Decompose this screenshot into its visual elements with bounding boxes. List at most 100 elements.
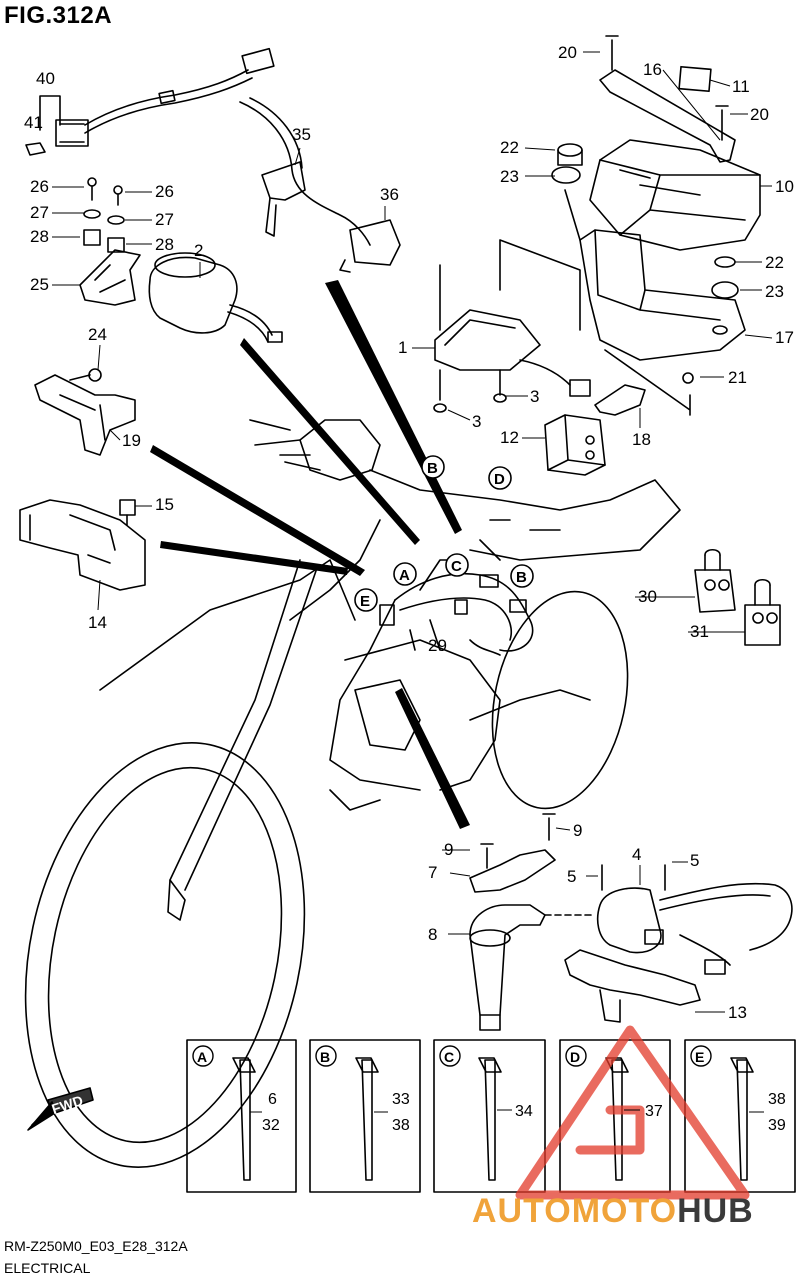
- figure-ref-code: RM-Z250M0_E03_E28_312A: [4, 1238, 188, 1254]
- callout-1: 1: [398, 338, 407, 357]
- part-12-connector: [544, 414, 606, 476]
- callout-2: 2: [194, 241, 203, 260]
- callout-23: 23: [500, 167, 519, 186]
- callout-40: 40: [36, 69, 55, 88]
- callout-23: 23: [765, 282, 784, 301]
- callout-5: 5: [567, 867, 576, 886]
- part-1-bracket: [433, 309, 591, 413]
- locator-E: E: [354, 588, 378, 612]
- motorcycle-outline: [24, 419, 681, 1168]
- callout-36: 36: [380, 185, 399, 204]
- panel-D: D 37: [565, 1045, 663, 1120]
- locator-markers: B D C A B E: [354, 455, 534, 612]
- callout-20: 20: [558, 43, 577, 62]
- locator-A: A: [393, 562, 417, 586]
- callout-10: 10: [775, 177, 794, 196]
- callout-22: 22: [765, 253, 784, 272]
- svg-text:6: 6: [268, 1091, 277, 1108]
- part-30-31-couplers: [694, 548, 781, 646]
- callout-11: 11: [732, 77, 750, 96]
- callout-28: 28: [30, 227, 49, 246]
- svg-text:32: 32: [262, 1117, 280, 1134]
- svg-text:39: 39: [768, 1117, 786, 1134]
- callout-35: 35: [292, 125, 311, 144]
- svg-text:D: D: [494, 471, 505, 488]
- part-35-36-harness: [239, 97, 401, 273]
- svg-text:38: 38: [768, 1091, 786, 1108]
- panel-E: E 38 39: [690, 1045, 786, 1134]
- part-10-ecu: [589, 139, 761, 251]
- svg-text:C: C: [451, 558, 462, 575]
- callout-7: 7: [428, 863, 437, 882]
- svg-text:34: 34: [515, 1103, 533, 1120]
- callout-8: 8: [428, 925, 437, 944]
- panel-A: A 6 32: [192, 1045, 280, 1134]
- callout-labels: 40 41 26 26 27 27 28 28 25 2 35 36 24 19…: [24, 43, 794, 1022]
- svg-text:A: A: [399, 567, 410, 584]
- leader-lines: [52, 51, 773, 1013]
- callout-20: 20: [750, 105, 769, 124]
- watermark-text-1: AUTOMOTO: [472, 1192, 678, 1230]
- svg-text:C: C: [444, 1049, 454, 1065]
- callout-26: 26: [30, 177, 49, 196]
- callout-4: 4: [632, 845, 641, 864]
- panel-C: C 34: [439, 1045, 533, 1120]
- callout-21: 21: [728, 368, 747, 387]
- callout-5: 5: [690, 851, 699, 870]
- svg-text:B: B: [320, 1049, 330, 1065]
- pointer-lines: [150, 280, 470, 829]
- callout-15: 15: [155, 495, 174, 514]
- locator-B-top: B: [421, 455, 445, 479]
- callout-26: 26: [155, 182, 174, 201]
- watermark-text: AUTOMOTOHUB: [472, 1192, 754, 1231]
- part-40-connector-lead: [25, 47, 275, 156]
- part-2-condenser: [148, 252, 283, 343]
- svg-text:D: D: [570, 1049, 580, 1065]
- svg-text:38: 38: [392, 1117, 410, 1134]
- callout-3: 3: [530, 387, 539, 406]
- callout-12: 12: [500, 428, 519, 447]
- callout-16: 16: [643, 60, 662, 79]
- callout-17: 17: [775, 328, 794, 347]
- svg-text:B: B: [516, 569, 527, 586]
- callout-13: 13: [728, 1003, 747, 1022]
- figure-title: FIG.312A: [4, 2, 113, 29]
- svg-text:37: 37: [645, 1103, 663, 1120]
- part-25-bracket: [79, 177, 141, 306]
- callout-27: 27: [30, 203, 49, 222]
- callout-18: 18: [632, 430, 651, 449]
- part-17-tray: [439, 143, 746, 416]
- callout-24: 24: [88, 325, 107, 344]
- callout-19: 19: [122, 431, 141, 450]
- part-19-bracket: [34, 368, 136, 456]
- svg-text:A: A: [197, 1049, 207, 1065]
- svg-text:E: E: [360, 593, 370, 610]
- locator-B-right: B: [510, 564, 534, 588]
- fwd-label: FWD: [50, 1092, 85, 1117]
- panel-B: B 33 38: [315, 1045, 410, 1134]
- part-18-bracket: [594, 384, 646, 416]
- svg-text:E: E: [695, 1049, 704, 1065]
- callout-29: 29: [428, 636, 447, 655]
- detail-panel-labels: A 6 32 B 33 38 C 34 D 37 E 38 39: [192, 1045, 786, 1134]
- callout-22: 22: [500, 138, 519, 157]
- part-7-bracket: [469, 813, 556, 893]
- locator-D: D: [488, 466, 512, 490]
- callout-41: 41: [24, 113, 43, 132]
- callout-27: 27: [155, 210, 174, 229]
- callout-28: 28: [155, 235, 174, 254]
- locator-C: C: [445, 553, 469, 577]
- callout-9: 9: [573, 821, 582, 840]
- svg-text:33: 33: [392, 1091, 410, 1108]
- fwd-arrow: [27, 1087, 94, 1131]
- callout-14: 14: [88, 613, 107, 632]
- part-4-ignition-coil: [596, 864, 793, 975]
- svg-text:B: B: [427, 460, 438, 477]
- part-13-bracket: [564, 949, 701, 1023]
- callout-3: 3: [472, 412, 481, 431]
- figure-section-name: ELECTRICAL: [4, 1260, 91, 1276]
- part-14-bracket: [19, 499, 146, 591]
- part-8-plug-cap: [469, 904, 596, 1031]
- watermark-text-2: HUB: [677, 1192, 754, 1230]
